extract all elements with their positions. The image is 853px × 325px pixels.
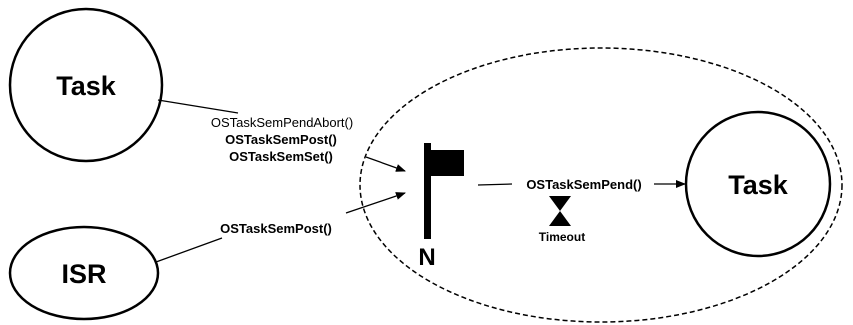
task-post-call-label: OSTaskSemPost(): [225, 132, 337, 147]
task-source-node: Task: [8, 7, 164, 163]
task-set-call-label: OSTaskSemSet(): [229, 149, 333, 164]
pend-call-label: OSTaskSemPend(): [526, 177, 641, 192]
task-target-circle: [684, 110, 832, 258]
task-source-circle: [8, 7, 164, 163]
isr-source-label: ISR: [61, 259, 106, 289]
isr-source-ellipse: [8, 225, 160, 321]
flag-icon: [424, 143, 464, 239]
pend-connector-left: [477, 183, 513, 186]
hourglass-icon: [549, 196, 571, 226]
isr-to-semaphore-arrow: [345, 192, 406, 214]
timeout-label: Timeout: [539, 230, 585, 244]
task-boundary-ellipse: [359, 47, 843, 323]
isr-source-connector: [155, 237, 223, 263]
task-target-node: Task: [684, 110, 832, 258]
isr-post-call-label: OSTaskSemPost(): [220, 221, 332, 236]
task-target-label: Task: [728, 170, 789, 200]
task-source-label: Task: [56, 71, 117, 101]
task-to-semaphore-arrow: [365, 156, 406, 172]
flag-banner: [431, 150, 464, 176]
flag-pole: [424, 143, 431, 239]
semaphore-count-label: N: [418, 244, 435, 271]
isr-source-node: ISR: [8, 225, 160, 321]
task-source-connector: [157, 99, 239, 114]
pend-abort-call-label: OSTaskSemPendAbort(): [211, 115, 353, 130]
